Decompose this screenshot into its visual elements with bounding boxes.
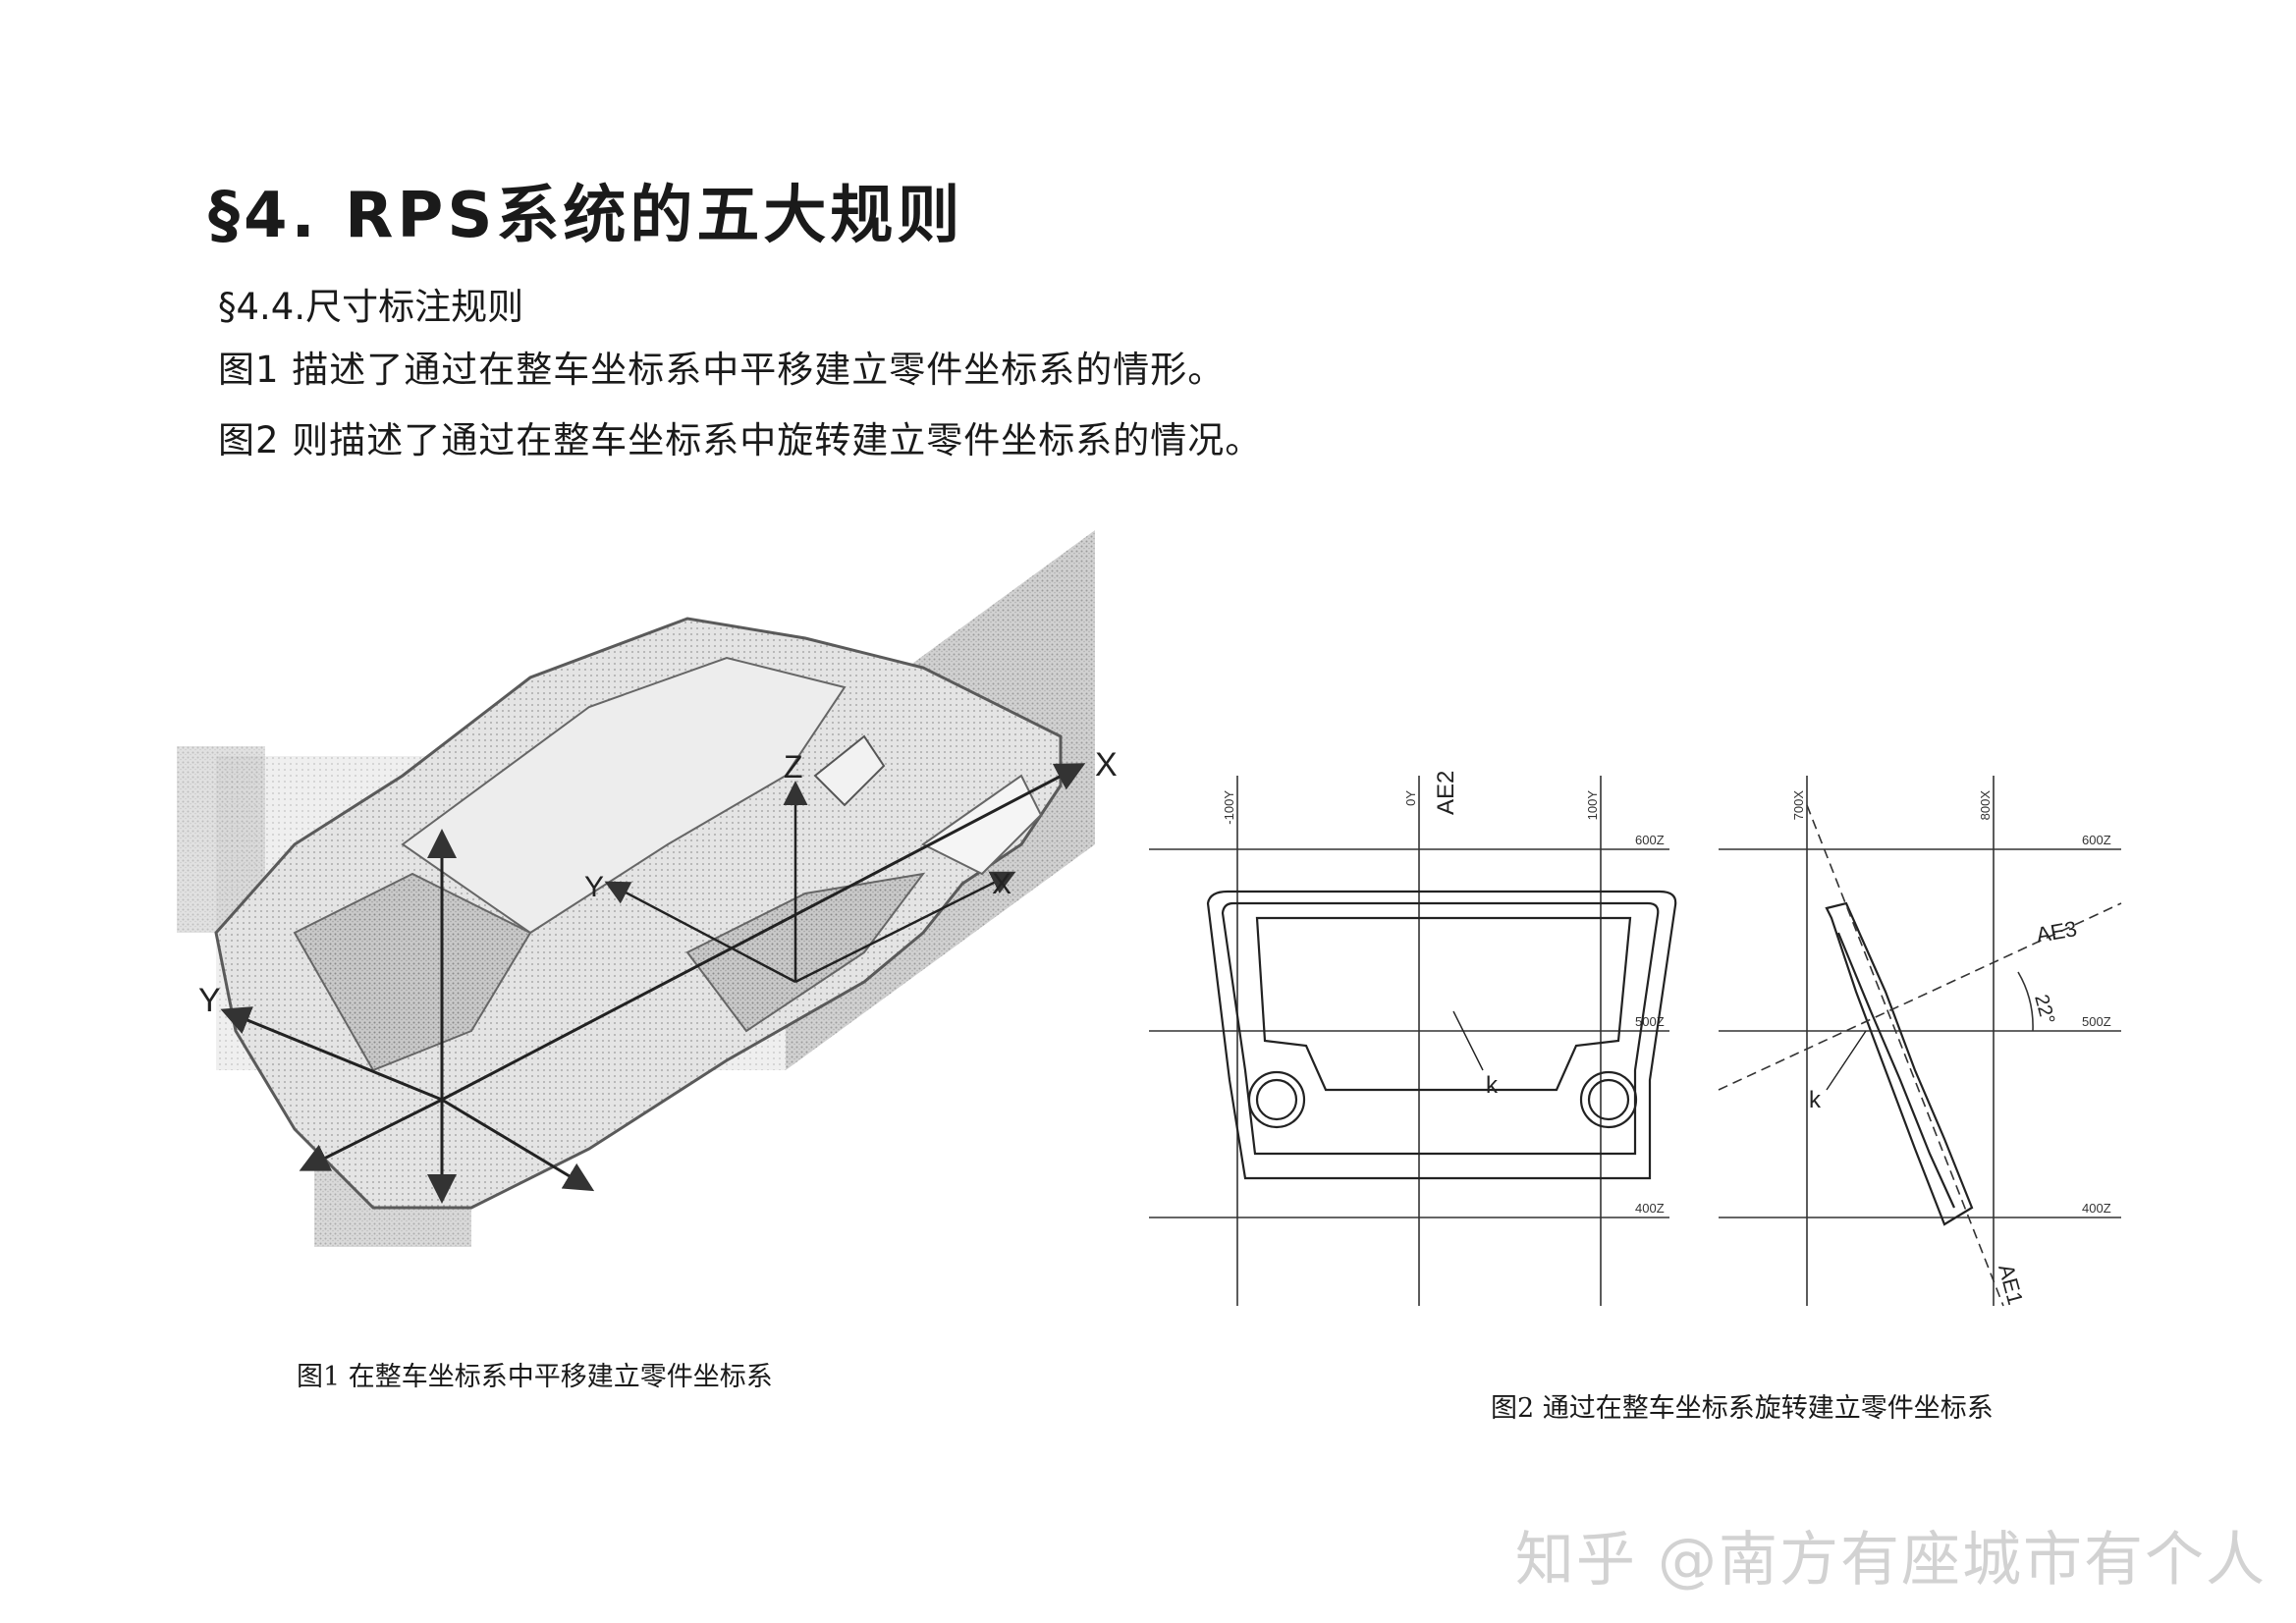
figure2-technical-drawing: -100Y 0Y 100Y 700X 800X 600Z 500Z 400Z 6… xyxy=(1149,771,2122,1308)
grid-label-500z-side: 500Z xyxy=(2082,1014,2111,1029)
part-axis-label-x: X xyxy=(992,868,1011,900)
annotation-ae3: AE3 xyxy=(2035,916,2079,947)
annotation-ae2: AE2 xyxy=(1433,771,1459,815)
grid-label-100y: 100Y xyxy=(1585,790,1600,821)
panel-side-view xyxy=(1825,901,1974,1226)
figure1-caption: 图1 在整车坐标系中平移建立零件坐标系 xyxy=(297,1362,773,1392)
k-leader-lines xyxy=(1452,1010,1867,1091)
part-axis-label-y: Y xyxy=(584,871,604,903)
grid-label-minus100y: -100Y xyxy=(1222,790,1236,825)
annotation-angle: 22° xyxy=(2030,993,2058,1027)
annotation-k-front: k xyxy=(1486,1072,1499,1099)
panel-front-view xyxy=(1206,890,1677,1180)
grid-lines xyxy=(1149,776,2121,1306)
grid-label-0y: 0Y xyxy=(1403,790,1418,806)
paragraph-figure2: 图2 则描述了通过在整车坐标系中旋转建立零件坐标系的情况。 xyxy=(218,419,1263,461)
watermark: 知乎 @南方有座城市有个人 xyxy=(1514,1526,2267,1595)
grid-label-600z-side: 600Z xyxy=(2082,833,2111,847)
figure1-car-body-illustration: X Y Z X Y xyxy=(177,530,1118,1247)
grid-label-800x: 800X xyxy=(1978,790,1993,821)
annotation-ae1: AE1 xyxy=(1994,1262,2028,1308)
figure2-caption: 图2 通过在整车坐标系旋转建立零件坐标系 xyxy=(1491,1393,1994,1424)
ae1-reference-line xyxy=(1718,804,2122,1307)
page-title: §4. RPS系统的五大规则 xyxy=(208,180,964,252)
angle-arc xyxy=(2017,971,2034,1032)
paragraph-figure1: 图1 描述了通过在整车坐标系中平移建立零件坐标系的情形。 xyxy=(218,349,1226,391)
axis-label-y: Y xyxy=(198,982,221,1019)
axis-label-z: Z xyxy=(784,749,803,784)
annotation-k-side: k xyxy=(1809,1087,1822,1113)
section-subtitle: §4.4.尺寸标注规则 xyxy=(218,286,524,328)
axis-label-x: X xyxy=(1095,746,1118,784)
grid-label-400z-side: 400Z xyxy=(2082,1201,2111,1216)
vehicle-coordinate-axes xyxy=(220,763,1086,1204)
grid-label-700x: 700X xyxy=(1791,790,1806,821)
grid-label-600z: 600Z xyxy=(1635,833,1665,847)
part-coordinate-axes xyxy=(604,781,1016,984)
grid-label-400z: 400Z xyxy=(1635,1201,1665,1216)
car-body xyxy=(214,617,1063,1210)
